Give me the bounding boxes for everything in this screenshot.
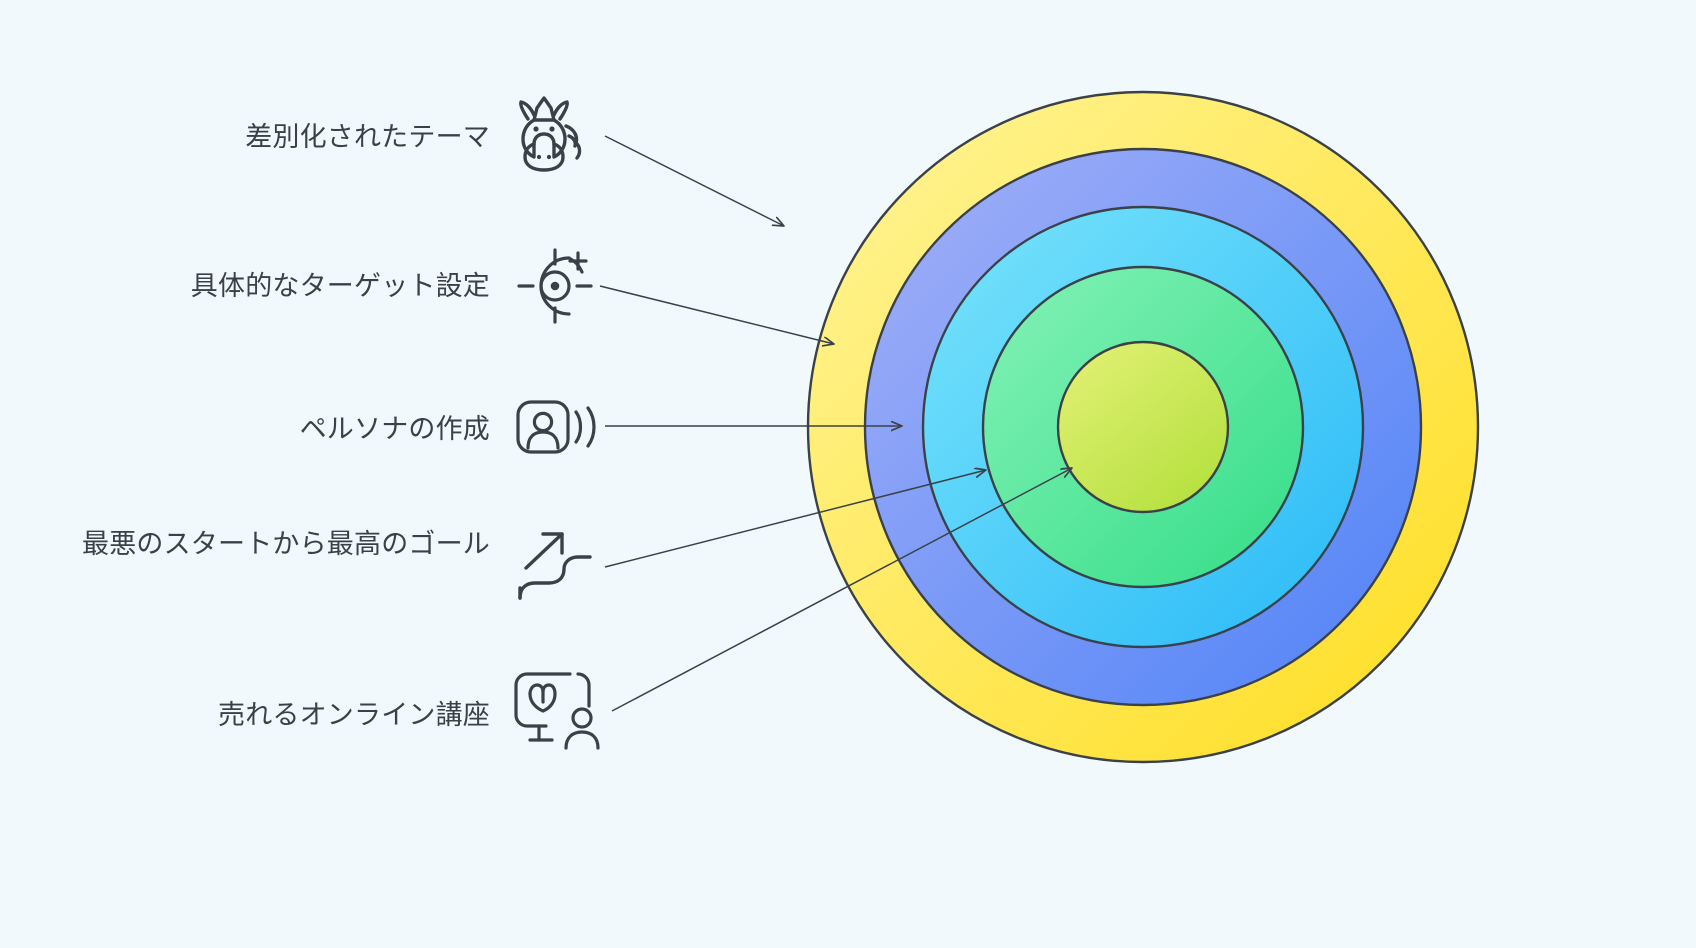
persona-broadcast-icon <box>516 400 596 454</box>
target-crosshair-icon <box>517 248 593 324</box>
connector-line-4 <box>604 470 986 568</box>
escalator-up-icon <box>518 532 592 600</box>
connectors-group <box>599 135 1072 712</box>
item-label-3: ペルソナの作成 <box>299 414 490 444</box>
center-circle-lime[interactable] <box>1056 340 1230 514</box>
connector-line-5 <box>611 468 1072 712</box>
connector-line-1 <box>604 135 784 226</box>
online-course-icon <box>514 672 600 750</box>
item-label-2: 具体的なターゲット設定 <box>190 271 490 301</box>
item-label-1: 差別化されたテーマ <box>245 122 490 152</box>
item-label-5: 売れるオンライン講座 <box>218 700 490 730</box>
item-label-4: 最悪のスタートから最高のゴール <box>82 529 490 559</box>
connector-line-2 <box>599 285 834 344</box>
rings-group <box>806 90 1480 764</box>
unicorn-icon <box>519 96 582 172</box>
